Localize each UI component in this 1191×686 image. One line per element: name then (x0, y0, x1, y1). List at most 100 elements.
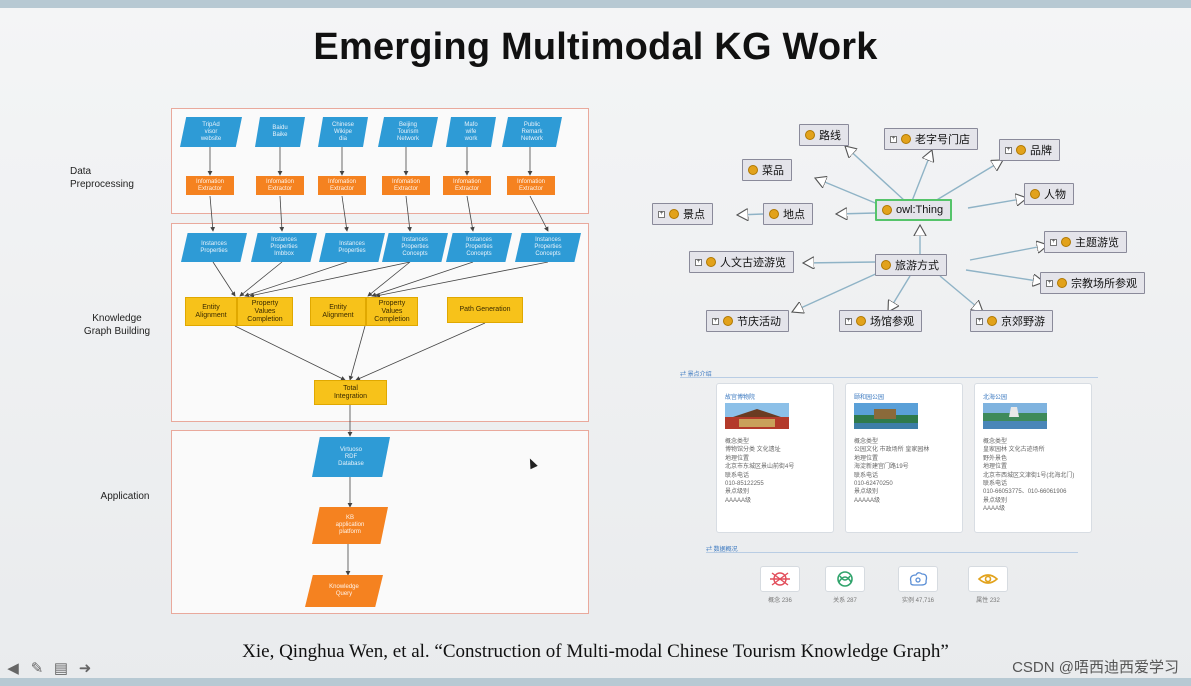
watermark: CSDN @唔西迪西爱学习 (1012, 659, 1179, 676)
spot-card[interactable]: 颐和园公园 概念类型 公园文化 市政场所 皇家园林 地理位置 海淀新建宫门路19… (845, 383, 963, 533)
ontology-node-festival[interactable]: +节庆活动 (706, 310, 789, 332)
divider (680, 377, 1098, 378)
expand-icon[interactable]: + (1005, 146, 1012, 154)
prev-icon[interactable]: ◀ (7, 660, 19, 677)
ontology-node-dish[interactable]: 菜品 (742, 159, 792, 181)
class-icon (1057, 278, 1067, 288)
extractor-4: Infomation Extractor (382, 176, 430, 195)
top-strip (0, 0, 1191, 8)
instances-3: Instances Properties (319, 233, 385, 262)
menu-icon[interactable]: ▤ (53, 660, 69, 677)
citation: Xie, Qinghua Wen, et al. “Construction o… (242, 641, 949, 662)
stat-concepts[interactable]: 概念 236 (750, 566, 810, 604)
class-icon (748, 165, 758, 175)
spot-photo (725, 403, 789, 429)
label-application: Application (100, 491, 150, 502)
source-public-remark: Public Remark Network (502, 117, 562, 147)
class-icon (1016, 145, 1026, 155)
class-icon (805, 130, 815, 140)
expand-icon[interactable]: + (695, 258, 702, 266)
instances-2: Instances Properties Imbbox (251, 233, 317, 262)
expand-icon[interactable]: + (845, 317, 852, 325)
stat-instances[interactable]: 实例 47,716 (888, 566, 948, 604)
source-baidu-baike: Baidu Baike (255, 117, 305, 147)
path-generation: Path Generation (447, 297, 523, 323)
ontology-node-brand[interactable]: +品牌 (999, 139, 1060, 161)
extractor-3: Infomation Extractor (318, 176, 366, 195)
kb-application-platform: KB application platform (312, 507, 388, 544)
label-data-preprocessing: Data Preprocessing (70, 166, 134, 190)
property-completion-1: Property Values Completion (237, 297, 293, 326)
ontology-node-theme-tour[interactable]: +主题游览 (1044, 231, 1127, 253)
instances-5: Instances Properties Concepts (446, 233, 512, 262)
expand-icon[interactable]: + (1050, 238, 1057, 246)
label-kg-building: Knowledge Graph Building (83, 313, 151, 337)
instances-6: Instances Properties Concepts (515, 233, 581, 262)
ontology-node-venue-visit[interactable]: +场馆参观 (839, 310, 922, 332)
instances-4: Instances Properties Concepts (382, 233, 448, 262)
class-icon (882, 205, 892, 215)
class-icon (856, 316, 866, 326)
spot-photo (983, 403, 1047, 429)
ontology-node-suburb-trip[interactable]: +京郊野游 (970, 310, 1053, 332)
class-icon (1030, 189, 1040, 199)
card-title[interactable]: 颐和园公园 (854, 395, 885, 401)
source-chinese-wikipedia: Chinese Wikipe dia (318, 117, 368, 147)
extractor-2: Infomation Extractor (256, 176, 304, 195)
instance-icon (909, 572, 928, 586)
class-icon (987, 316, 997, 326)
ontology-node-religious-visit[interactable]: +宗教场所参观 (1040, 272, 1145, 294)
ontology-node-owl-thing[interactable]: owl:Thing (875, 199, 953, 221)
ontology-node-old-brand-store[interactable]: +老字号门店 (884, 128, 978, 150)
class-icon (1061, 237, 1071, 247)
divider (706, 552, 1078, 553)
property-completion-2: Property Values Completion (366, 297, 418, 326)
stat-attributes[interactable]: 属性 232 (958, 566, 1018, 604)
expand-icon[interactable]: + (658, 210, 665, 218)
eye-icon (977, 574, 999, 584)
stat-relations[interactable]: 关系 287 (815, 566, 875, 604)
entity-alignment-1: Entity Alignment (185, 297, 237, 326)
slide-title: Emerging Multimodal KG Work (313, 26, 878, 68)
instances-1: Instances Properties (181, 233, 247, 262)
spot-card[interactable]: 故宫博物院 概念类型 博物馆分类 文化遗址 地理位置 北京市东城区景山前街4号 … (716, 383, 834, 533)
spot-card[interactable]: 北海公园 概念类型 皇家园林 文化古迹场所 野外景色 地理位置 北京市西城区文津… (974, 383, 1092, 533)
relation-icon (837, 571, 853, 587)
source-mafo-wife: Mafo wife work (446, 117, 496, 147)
card-title[interactable]: 北海公园 (983, 395, 1008, 401)
next-icon[interactable]: ➜ (78, 660, 92, 677)
slideshow-toolbar: ◀ ✎ ▤ ➜ (4, 660, 94, 678)
ontology-node-scenic-spot[interactable]: +景点 (652, 203, 713, 225)
virtuoso-database: Virtuoso RDF Database (312, 437, 390, 477)
ontology-node-heritage-tour[interactable]: +人文古迹游览 (689, 251, 794, 273)
extractor-6: Infomation Extractor (507, 176, 555, 195)
knowledge-query: Knowledge Query (305, 575, 383, 607)
card-title[interactable]: 故宫博物院 (725, 395, 756, 401)
extractor-5: Infomation Extractor (443, 176, 491, 195)
pen-icon[interactable]: ✎ (30, 660, 44, 677)
source-beijing-tourism: Beijing Tourism Network (378, 117, 438, 147)
ontology-node-place[interactable]: 地点 (763, 203, 813, 225)
ontology-node-travel-mode[interactable]: 旅游方式 (875, 254, 947, 276)
spot-photo (854, 403, 918, 429)
ontology-node-route[interactable]: 路线 (799, 124, 849, 146)
class-icon (901, 134, 911, 144)
network-icon (770, 572, 790, 586)
expand-icon[interactable]: + (1046, 279, 1053, 287)
class-icon (723, 316, 733, 326)
expand-icon[interactable]: + (712, 317, 719, 325)
source-tripadvisor: TripAd visor website (180, 117, 242, 147)
class-icon (881, 260, 891, 270)
total-integration: Total Integration (314, 380, 387, 405)
panel-header-stats: ⇄ 数据概况 (706, 547, 738, 553)
ontology-node-person[interactable]: 人物 (1024, 183, 1074, 205)
bottom-strip (0, 678, 1191, 686)
class-icon (769, 209, 779, 219)
extractor-1: Infomation Extractor (186, 176, 234, 195)
expand-icon[interactable]: + (890, 135, 897, 143)
class-icon (706, 257, 716, 267)
expand-icon[interactable]: + (976, 317, 983, 325)
class-icon (669, 209, 679, 219)
panel-header-spots: ⇄ 景点介绍 (680, 372, 712, 378)
